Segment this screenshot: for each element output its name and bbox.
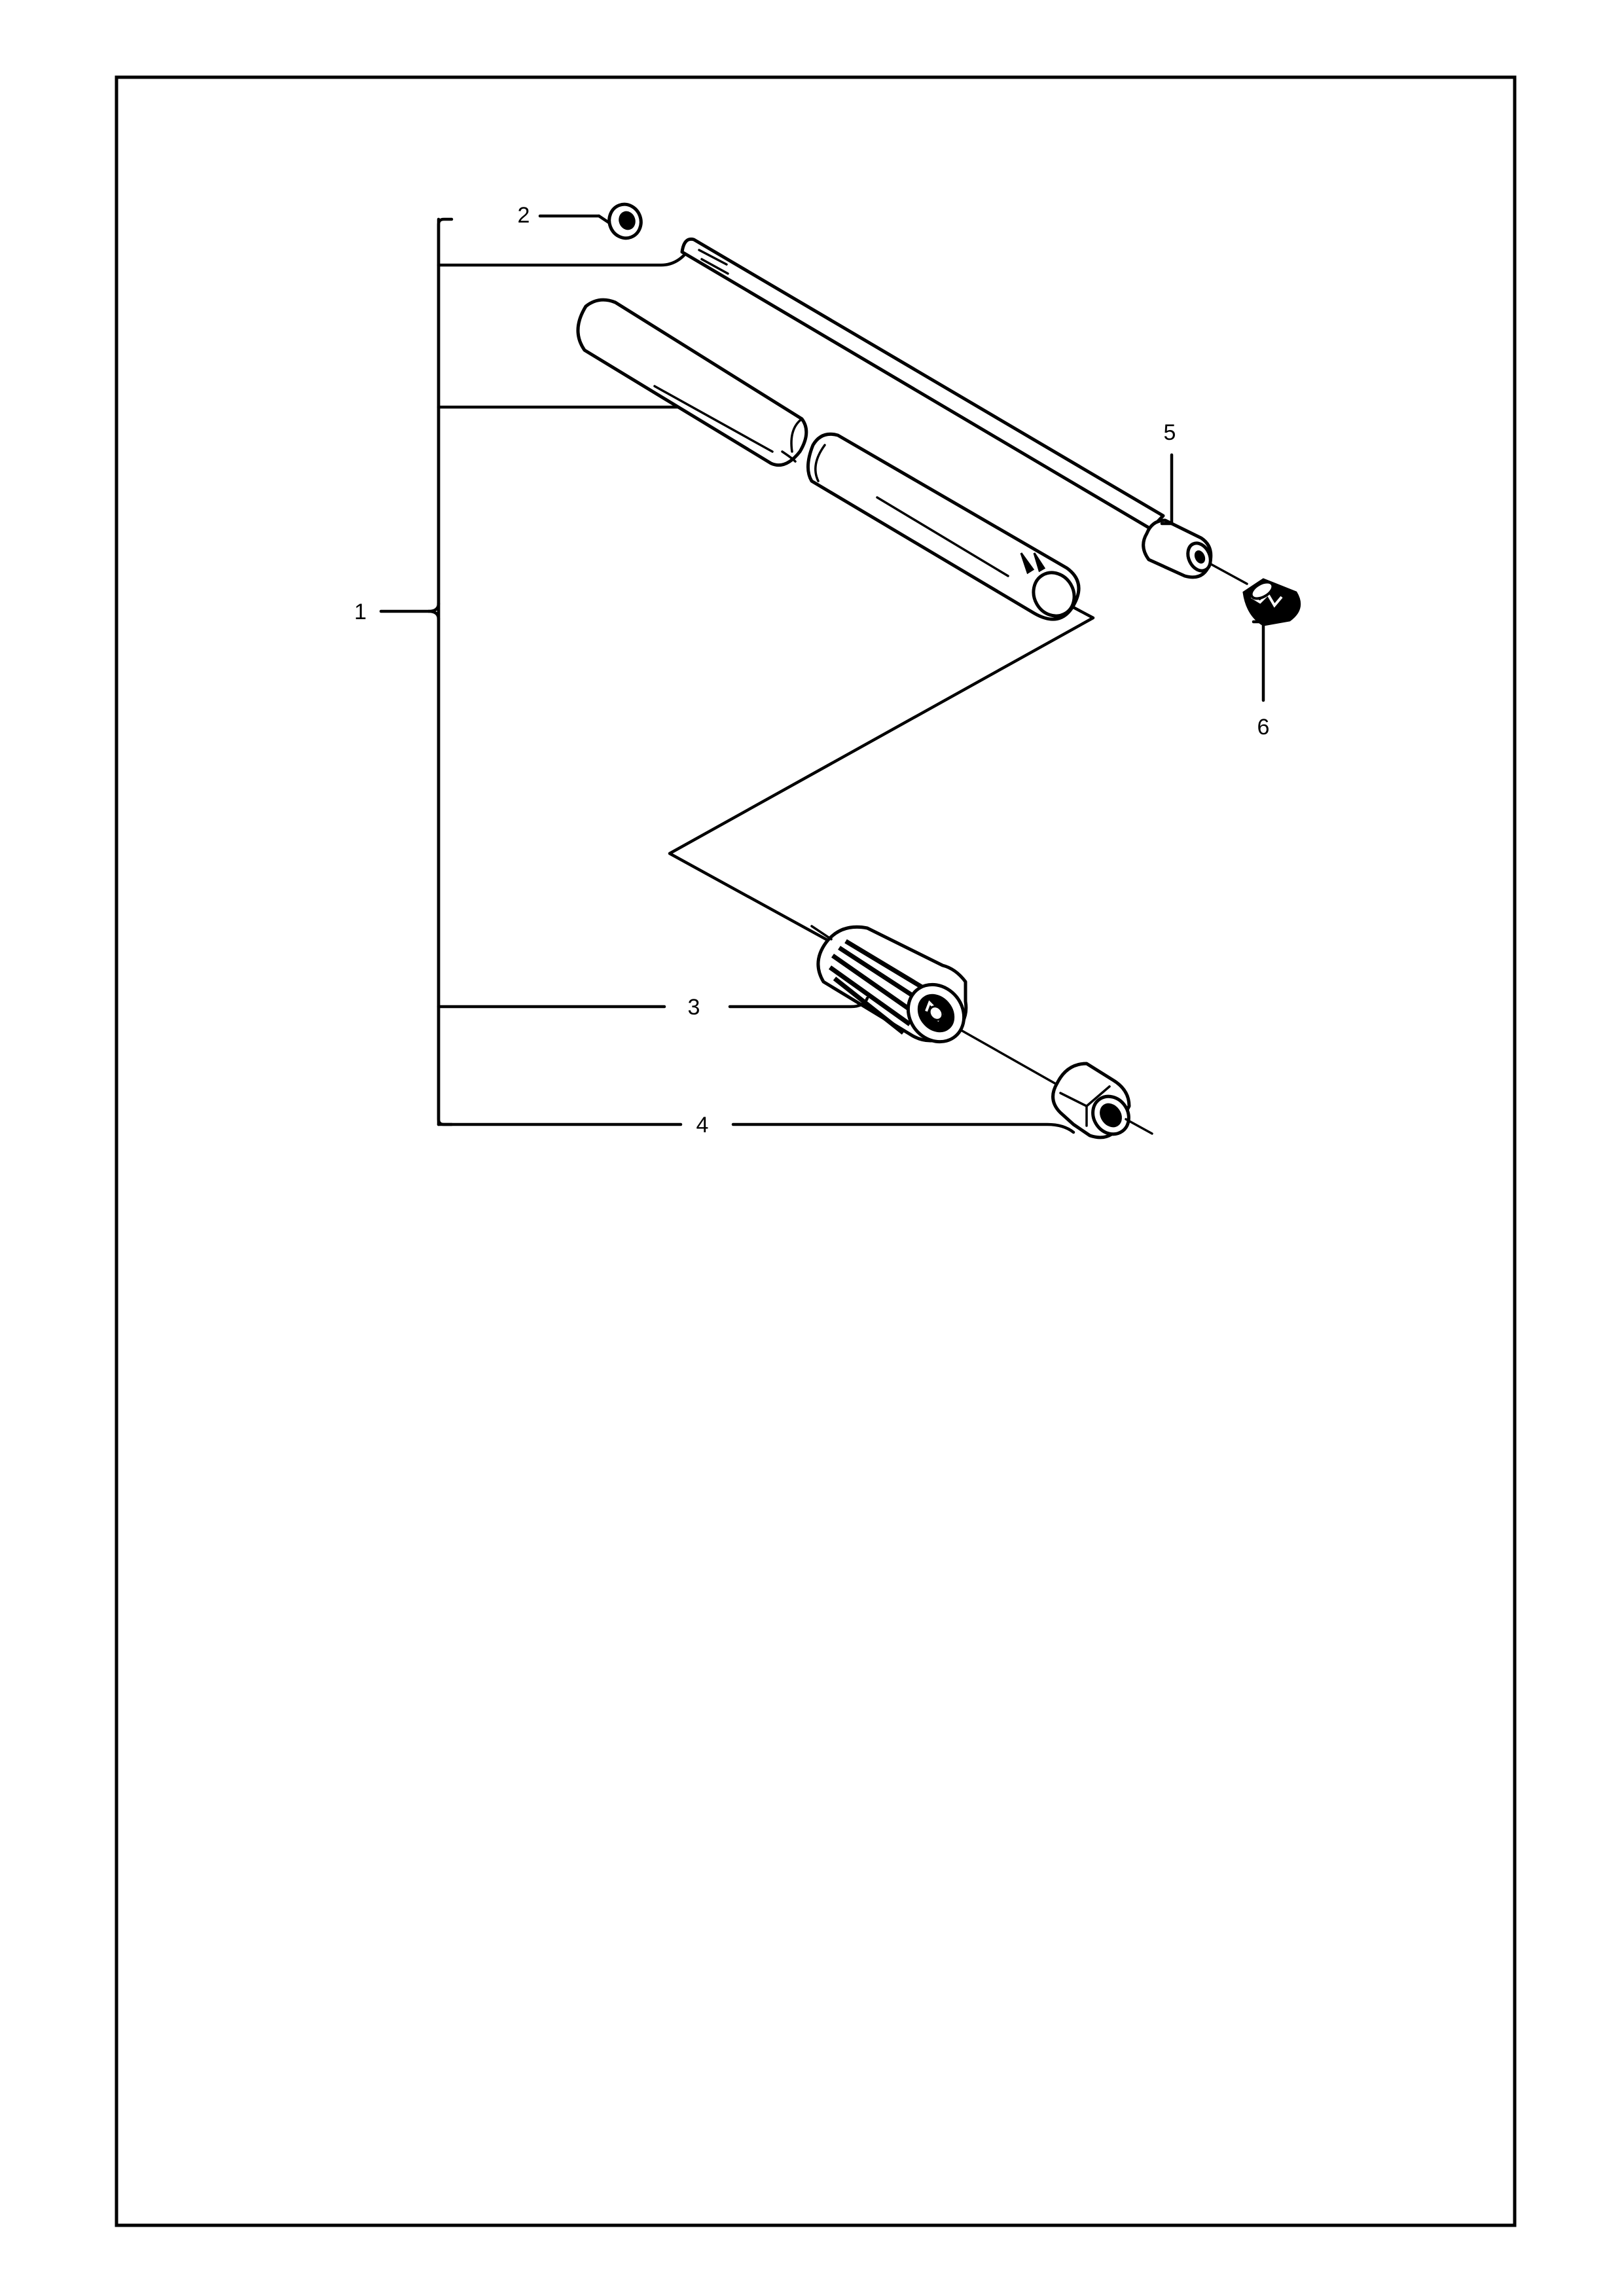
callout-3: 3 — [688, 995, 700, 1020]
callout-1: 1 — [354, 600, 367, 624]
callout-6: 6 — [1257, 715, 1270, 740]
outer-cable — [680, 237, 1165, 531]
leader-line-4 — [731, 1122, 1075, 1134]
leader-line-3 — [728, 996, 869, 1009]
callout-2: 2 — [518, 203, 530, 228]
cable-end-part-6 — [1242, 578, 1301, 626]
page-frame — [115, 75, 1517, 2227]
inner-hose-segment-lower — [806, 432, 1081, 621]
inner-hose-segment-upper — [576, 298, 808, 467]
assembly-bracket — [379, 217, 454, 1126]
ferrule-part-5 — [1142, 518, 1213, 579]
callout-4: 4 — [696, 1113, 709, 1138]
grip-sleeve-part-3 — [816, 925, 968, 1044]
washer-part-2 — [607, 202, 643, 240]
callout-5: 5 — [1164, 420, 1176, 445]
leader-line-upper-cable — [437, 253, 686, 267]
break-line — [668, 605, 1095, 948]
nut-part-4 — [1051, 1062, 1131, 1139]
